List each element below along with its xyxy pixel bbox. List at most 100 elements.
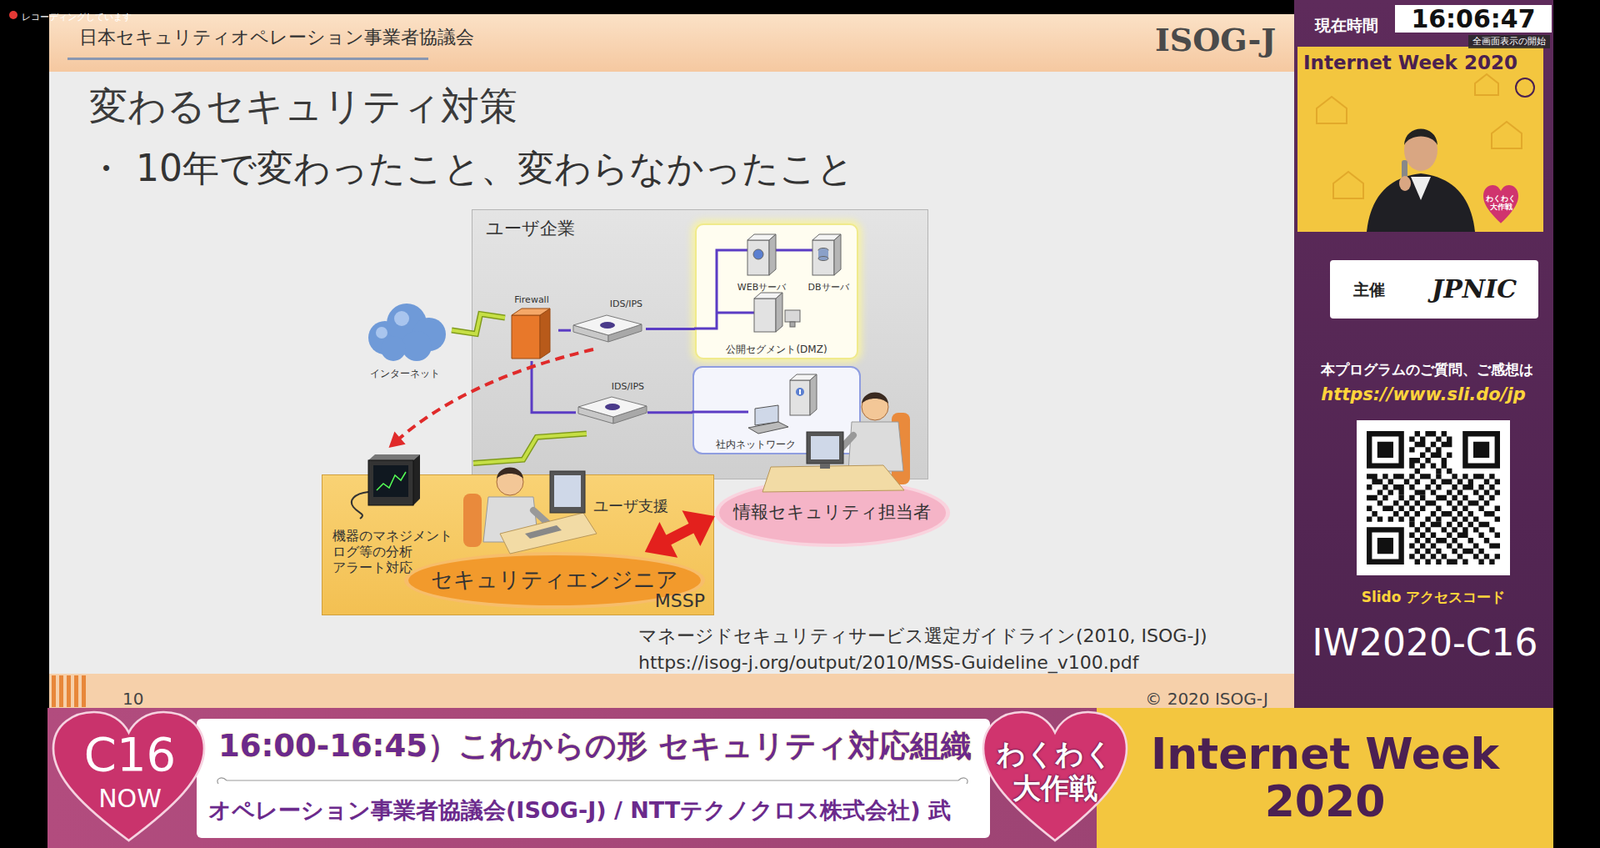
cloud-icon-part (394, 310, 410, 326)
node-label: インターネット (370, 367, 440, 380)
overlay-hint: 全画面表示の開始 (1468, 35, 1550, 48)
ids-icon-part (573, 315, 642, 335)
connector (451, 314, 505, 335)
heart-text-box: わくわく 大作戦 (1484, 194, 1518, 214)
connector-line (473, 433, 587, 463)
clock-time-box: 16:06:47 (1410, 4, 1535, 35)
source-url-box: https://isog-j.org/output/2010/MSS-Guide… (638, 651, 1139, 674)
speaker-photo-part (1399, 175, 1411, 191)
monitor-icon-part (368, 454, 420, 460)
session-status-box: NOW (98, 783, 162, 814)
clock-caption: 現在時間 (1315, 15, 1379, 35)
server-icon-part (790, 321, 795, 327)
node-label: IDS/IPS (610, 298, 643, 310)
node-label: WEBサーバ (737, 281, 786, 293)
server-icon (812, 234, 841, 275)
panel-url: https://www.sli.do/jp (1320, 384, 1525, 405)
status-text: レコーディングしています (21, 11, 132, 23)
qr-code (1366, 430, 1500, 565)
connector-line (645, 327, 695, 330)
panel-url-box: https://www.sli.do/jp (1320, 384, 1525, 405)
server-icon-part (799, 389, 801, 395)
server-icon-part (753, 249, 764, 260)
monitor-icon (351, 454, 420, 519)
heart-shape (983, 711, 1127, 840)
connector-outline (473, 433, 587, 463)
connector-line (451, 314, 505, 335)
server-icon-part (812, 240, 835, 275)
status-text-box: レコーディングしています (21, 7, 132, 24)
node-label: Firewall (514, 294, 549, 305)
connector-line (558, 329, 571, 332)
person-figure-part (500, 512, 597, 554)
server-icon-part (747, 240, 770, 275)
thumbnail-pattern-part (1475, 74, 1499, 95)
person-figure (463, 467, 597, 555)
cloud-icon (368, 303, 446, 361)
server-icon (747, 234, 776, 275)
person-figure-part (550, 470, 585, 513)
banner-ornament (217, 777, 968, 784)
session-code: C16 (84, 725, 176, 782)
footer-stripes-part (74, 675, 79, 707)
footer-stripes-part (66, 675, 71, 707)
connector-outline (451, 314, 505, 335)
session-title: 16:00-16:45）これからの形 セキュリティ対応組織 (218, 727, 972, 765)
laptop-icon (748, 405, 789, 434)
server-icon-part (790, 380, 810, 415)
qr-code-part (1409, 521, 1500, 565)
sponsor-logo: JPNIC (1431, 274, 1517, 305)
ids-icon-part (578, 396, 647, 417)
footer-stripes (51, 675, 86, 707)
speaker-photo-part (1410, 176, 1431, 200)
heart-text-box: わくわく 大作戦 (992, 736, 1118, 805)
node-label: 情報セキュリティ担当者 (733, 501, 931, 523)
server-icon-part (818, 256, 829, 261)
ids-icon-part (600, 321, 615, 329)
ids-icon (573, 315, 642, 342)
ellipse-halo (404, 551, 705, 609)
person-figure-part (848, 421, 904, 471)
slide-title: 変わるセキュリティ対策 (89, 83, 518, 130)
logo-text-box: ISOG-J (1155, 20, 1276, 60)
thumbnail-title-box: Internet Week 2020 (1303, 51, 1518, 75)
sponsor-caption: 主催 (1353, 280, 1385, 300)
qr-code-part (1366, 430, 1500, 565)
connector (645, 510, 715, 558)
firewall-icon (511, 308, 550, 359)
monitor-icon-part (351, 491, 369, 519)
sponsor-logo-box: JPNIC (1431, 274, 1517, 305)
speaker-photo-part (1366, 173, 1475, 232)
session-code-box: C16 (84, 725, 176, 782)
thumbnail-pattern-part (1491, 121, 1522, 149)
firewall-icon-part (511, 308, 550, 315)
speaker-photo (1366, 78, 1535, 232)
node-label: IDS/IPS (611, 380, 645, 392)
person-figure-part (810, 435, 840, 460)
firewall-icon-part (511, 315, 540, 359)
arrow-head (682, 510, 715, 546)
ellipse-fill (408, 555, 701, 605)
panel-caption-box: Slido アクセスコード (1361, 588, 1506, 605)
qr-code-part (1366, 473, 1500, 495)
server-icon-part (754, 298, 776, 332)
connector (647, 411, 693, 413)
thumbnail-pattern-part (1333, 171, 1364, 199)
person-figure (762, 392, 910, 493)
speaker-photo-part (1515, 78, 1535, 97)
sponsor-caption-box: 主催 (1353, 280, 1385, 300)
source-url: https://isog-j.org/output/2010/MSS-Guide… (638, 651, 1139, 674)
firewall-icon-part (540, 308, 550, 359)
person-figure-part (554, 475, 581, 507)
bullet-text: ・ 10年で変わったこと、変わらなかったこと (87, 146, 855, 191)
footer-stripes-part (59, 675, 64, 707)
clock-caption-box: 現在時間 (1315, 15, 1379, 35)
qr-code-part (1409, 430, 1452, 474)
node-label: MSSP (655, 590, 705, 612)
event-name: Internet Week 2020 (1100, 730, 1550, 825)
slide-title-box: 変わるセキュリティ対策 (89, 83, 518, 130)
heart-text: わくわく 大作戦 (1484, 194, 1518, 213)
person-figure-part (525, 525, 562, 539)
person-figure-part (463, 493, 482, 547)
